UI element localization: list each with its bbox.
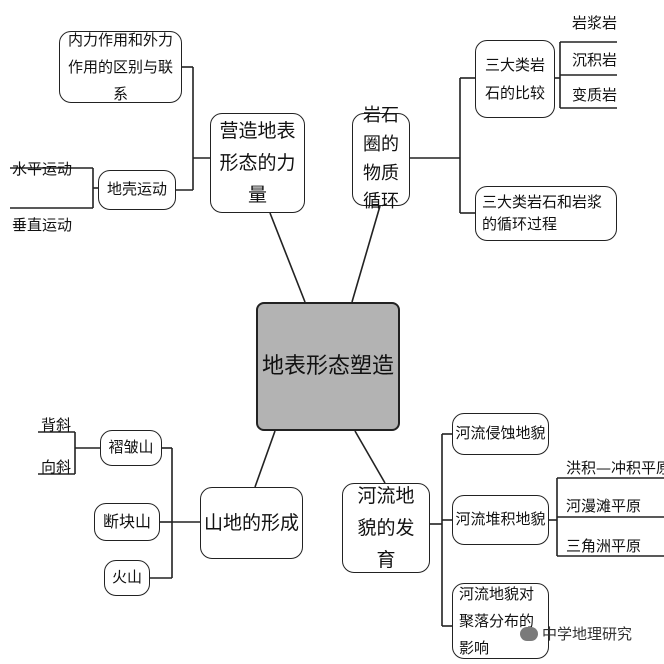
text-igneous: 岩浆岩 xyxy=(572,14,618,32)
node-river-erosion: 河流侵蚀地貌 xyxy=(452,413,549,455)
text-sedimentary: 沉积岩 xyxy=(572,51,618,69)
text-vertical: 垂直运动 xyxy=(12,216,73,234)
node-three-rocks-compare-label: 三大类岩石的比较 xyxy=(484,55,545,103)
watermark-label: 中学地理研究 xyxy=(542,625,633,643)
topic-forces: 营造地表形态的力量 xyxy=(210,113,305,213)
node-river-settlement: 河流地貌对聚落分布的影响 xyxy=(452,583,549,659)
node-rock-cycle-process: 三大类岩石和岩浆的循环过程 xyxy=(475,186,617,241)
topic-mountains-label: 山地的形成 xyxy=(203,511,299,534)
node-crust-movement: 地壳运动 xyxy=(98,170,176,210)
node-rock-cycle-process-label: 三大类岩石和岩浆的循环过程 xyxy=(482,192,603,233)
node-river-deposition-label: 河流堆积地貌 xyxy=(455,510,546,529)
topic-rock-cycle-label: 岩石圈的物质循环 xyxy=(363,104,399,213)
text-delta: 三角洲平原 xyxy=(566,537,642,555)
text-floodplain: 河漫滩平原 xyxy=(566,497,642,515)
topic-mountains: 山地的形成 xyxy=(200,487,303,559)
topic-forces-label: 营造地表形态的力量 xyxy=(219,119,296,207)
text-alluvial-fan: 洪积—冲积平原 xyxy=(566,459,664,477)
text-horizontal: 水平运动 xyxy=(12,160,73,178)
node-internal-external: 内力作用和外力作用的区别与联系 xyxy=(59,31,182,103)
node-fold-mountain: 褶皱山 xyxy=(100,430,162,466)
node-river-erosion-label: 河流侵蚀地貌 xyxy=(455,424,546,443)
text-syncline: 向斜 xyxy=(41,458,72,476)
node-fault-block-mountain-label: 断块山 xyxy=(102,512,151,532)
wechat-icon xyxy=(520,626,538,641)
center-label: 地表形态塑造 xyxy=(261,353,394,379)
watermark: 中学地理研究 xyxy=(520,623,632,644)
text-metamorphic: 变质岩 xyxy=(572,86,618,104)
node-river-settlement-label: 河流地貌对聚落分布的影响 xyxy=(459,584,535,657)
topic-river: 河流地貌的发育 xyxy=(342,483,430,573)
node-river-deposition: 河流堆积地貌 xyxy=(452,495,549,545)
node-fault-block-mountain: 断块山 xyxy=(94,503,160,541)
center-node: 地表形态塑造 xyxy=(256,302,400,431)
text-anticline: 背斜 xyxy=(41,416,72,434)
node-volcano-label: 火山 xyxy=(111,568,142,587)
node-three-rocks-compare: 三大类岩石的比较 xyxy=(475,40,555,118)
node-internal-external-label: 内力作用和外力作用的区别与联系 xyxy=(68,30,174,103)
node-volcano: 火山 xyxy=(104,560,150,596)
node-crust-movement-label: 地壳运动 xyxy=(106,180,167,199)
topic-rock-cycle: 岩石圈的物质循环 xyxy=(352,105,410,212)
topic-river-label: 河流地貌的发育 xyxy=(357,484,415,572)
node-fold-mountain-label: 褶皱山 xyxy=(108,438,154,457)
